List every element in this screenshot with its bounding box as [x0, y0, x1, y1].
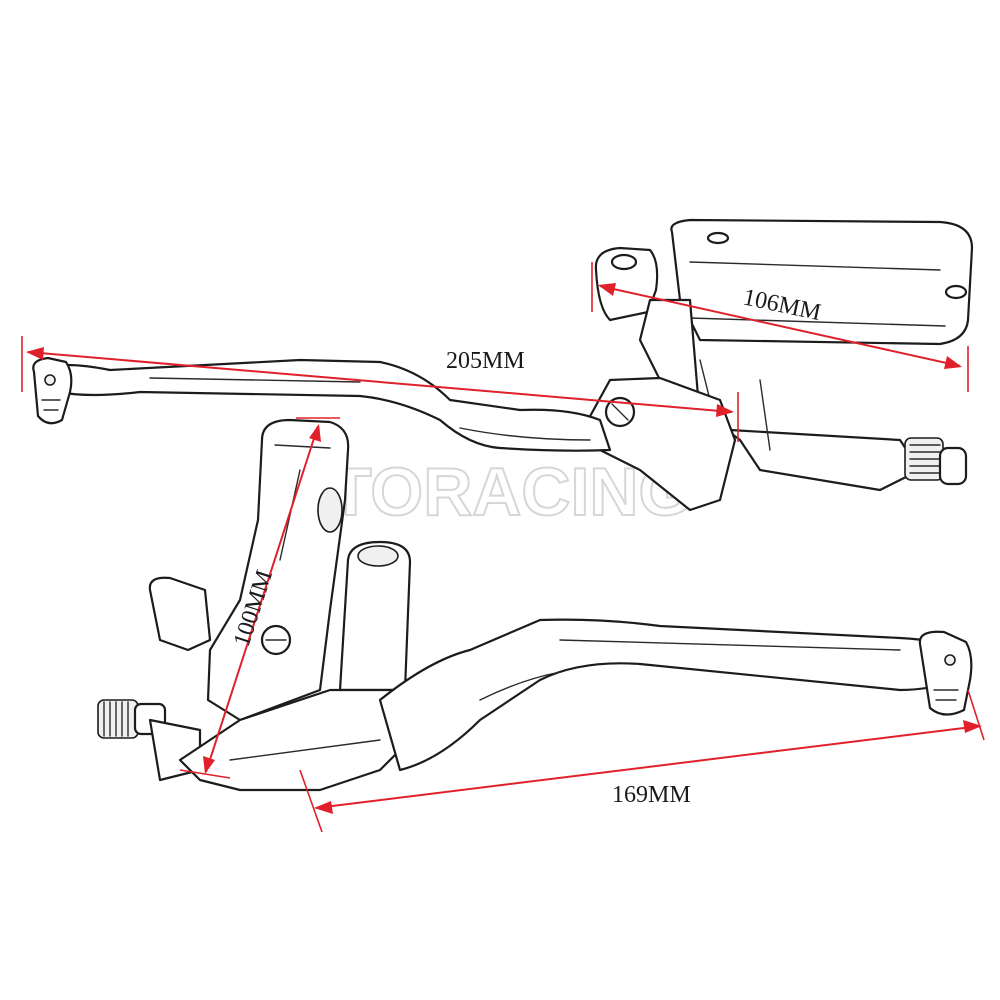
brake-lever-assembly — [32, 218, 974, 512]
clutch-lever-tip — [918, 630, 973, 716]
brake-lever-tip — [32, 356, 73, 425]
clutch-clamp — [206, 418, 350, 722]
mount-ear — [594, 246, 659, 322]
master-cylinder-reservoir — [670, 218, 974, 346]
reservoir-screw-right — [944, 284, 968, 300]
dimension-205: 205MM — [21, 336, 739, 442]
dimension-label-205: 205MM — [446, 348, 525, 374]
dimension-169: 169MM — [299, 689, 985, 833]
cable-adjuster — [97, 699, 202, 782]
clutch-lever-blade — [378, 618, 962, 772]
threaded-boss — [338, 540, 412, 692]
reservoir-screw-left — [706, 231, 730, 245]
clutch-lever-assembly — [97, 418, 973, 792]
brake-lever-blade — [38, 358, 612, 452]
dimension-label-169: 169MM — [612, 782, 691, 808]
switch-arm — [148, 576, 212, 652]
pushrod-spring — [904, 437, 968, 486]
